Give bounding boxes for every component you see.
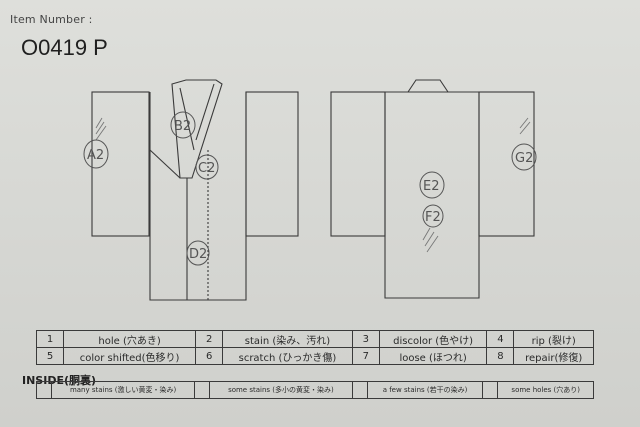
inside-option: some stains (多小の黄変・染み) — [209, 381, 353, 399]
inside-option: some holes (穴あり) — [497, 381, 594, 399]
back-left-sleeve — [330, 91, 386, 237]
mark-circle-a2 — [83, 139, 109, 169]
front-left-sleeve — [91, 91, 150, 237]
inside-checkbox — [194, 381, 211, 399]
legend-label: rip (裂け) — [513, 330, 594, 348]
front-hatching — [95, 117, 107, 141]
legend-number: 1 — [36, 330, 64, 348]
inside-checkbox — [482, 381, 499, 399]
inside-option: a few stains (若干の染み) — [366, 381, 484, 399]
collar-lower — [149, 149, 181, 179]
legend-label: loose (ほつれ) — [378, 347, 488, 365]
mark-circle-e2 — [419, 171, 445, 199]
mark-label-d2: D2 — [189, 247, 207, 262]
legend-number: 2 — [195, 330, 224, 348]
mark-circle-c2 — [195, 154, 219, 180]
back-hatching — [422, 117, 531, 253]
legend-label: repair(修復) — [513, 347, 594, 365]
legend-label: color shifted(色移り) — [62, 347, 197, 365]
inside-checkbox — [36, 381, 52, 399]
mark-label-g2: G2 — [515, 151, 533, 166]
mark-circle-f2 — [422, 204, 444, 228]
legend-number: 7 — [351, 347, 380, 365]
mark-label-b2: B2 — [174, 119, 191, 134]
inside-checkbox — [351, 381, 368, 399]
front-body — [149, 92, 247, 301]
legend-label: scratch (ひっかき傷) — [222, 347, 353, 365]
collar-inner-right — [195, 83, 215, 141]
inside-option: many stains (激しい黄変・染み) — [50, 381, 196, 399]
mark-label-f2: F2 — [425, 210, 441, 225]
collar-inner-left — [179, 87, 195, 151]
inside-lining-table: many stains (激しい黄変・染み) some stains (多小の黄… — [36, 381, 594, 399]
legend-row: 1 hole (穴あき) 2 stain (染み、汚れ) 3 discolor … — [36, 330, 594, 348]
legend-label: stain (染み、汚れ) — [222, 330, 353, 348]
kimono-front — [91, 79, 299, 301]
mark-label-c2: C2 — [198, 161, 215, 176]
damage-legend-table: 1 hole (穴あき) 2 stain (染み、汚れ) 3 discolor … — [36, 330, 594, 365]
front-right-sleeve — [245, 91, 299, 237]
mark-label-a2: A2 — [87, 148, 104, 163]
mark-circle-d2 — [186, 240, 210, 266]
legend-label: discolor (色やけ) — [378, 330, 488, 348]
mark-circle-b2 — [170, 111, 196, 139]
back-collar — [407, 79, 449, 93]
legend-number: 4 — [486, 330, 515, 348]
legend-number: 6 — [195, 347, 224, 365]
item-number-label: Item Number : — [10, 13, 93, 26]
legend-row: 5 color shifted(色移り) 6 scratch (ひっかき傷) 7… — [36, 347, 594, 365]
inside-row: many stains (激しい黄変・染み) some stains (多小の黄… — [36, 381, 594, 399]
mark-label-e2: E2 — [423, 179, 440, 194]
mark-circle-g2 — [511, 143, 537, 171]
damage-circles — [83, 111, 537, 266]
legend-number: 3 — [351, 330, 380, 348]
item-number-value: O0419 P — [21, 35, 108, 60]
legend-number: 5 — [36, 347, 64, 365]
legend-label: hole (穴あき) — [62, 330, 197, 348]
back-body — [384, 91, 480, 299]
legend-number: 8 — [486, 347, 515, 365]
